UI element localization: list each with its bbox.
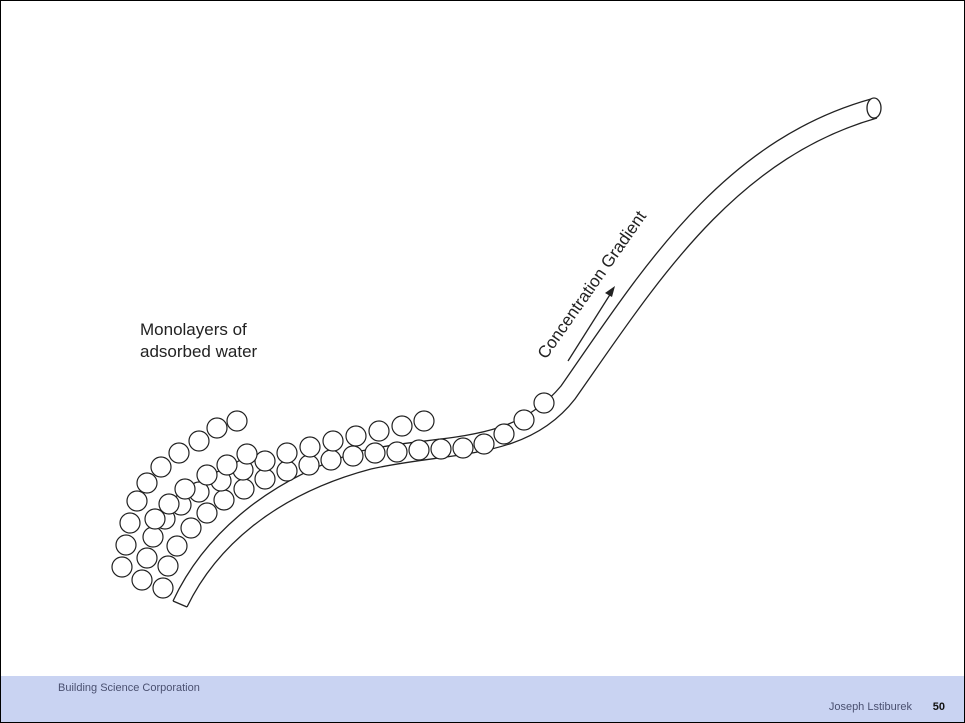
water-molecule (169, 443, 189, 463)
water-molecule (299, 455, 319, 475)
water-molecule (127, 491, 147, 511)
water-molecule (323, 431, 343, 451)
water-molecule (474, 434, 494, 454)
water-molecule (534, 393, 554, 413)
water-molecule (175, 479, 195, 499)
water-molecule (234, 479, 254, 499)
water-molecule (343, 446, 363, 466)
organization-name: Building Science Corporation (58, 682, 200, 694)
water-molecule (346, 426, 366, 446)
water-molecule (300, 437, 320, 457)
adsorption-diagram: Monolayers of adsorbed water Concentrati… (1, 1, 964, 676)
water-molecule (151, 457, 171, 477)
page-number: 50 (933, 701, 945, 713)
water-molecule (181, 518, 201, 538)
water-molecule (453, 438, 473, 458)
water-molecule (237, 444, 257, 464)
gradient-arrow-head (605, 286, 615, 297)
water-molecule (167, 536, 187, 556)
water-molecule (137, 548, 157, 568)
water-molecule (153, 578, 173, 598)
water-molecule (277, 443, 297, 463)
water-molecule (207, 418, 227, 438)
water-molecule (116, 535, 136, 555)
water-molecule (197, 503, 217, 523)
water-molecule (137, 473, 157, 493)
water-molecule (120, 513, 140, 533)
water-molecule (217, 455, 237, 475)
water-molecule (255, 451, 275, 471)
water-molecule (214, 490, 234, 510)
water-molecule (409, 440, 429, 460)
author-name: Joseph Lstiburek (829, 701, 912, 713)
water-molecule (321, 450, 341, 470)
water-molecule (132, 570, 152, 590)
pore-open-end (867, 98, 881, 118)
water-molecule (369, 421, 389, 441)
water-molecule (387, 442, 407, 462)
water-molecule (227, 411, 247, 431)
footer-bar: Building Science Corporation Joseph Lsti… (1, 676, 964, 722)
pore-wall-inner (187, 118, 877, 607)
water-molecule (159, 494, 179, 514)
water-molecule (255, 469, 275, 489)
water-molecule (158, 556, 178, 576)
water-molecule (392, 416, 412, 436)
water-molecule (145, 509, 165, 529)
water-molecule (197, 465, 217, 485)
water-molecule (431, 439, 451, 459)
water-molecule (189, 431, 209, 451)
water-molecule (112, 557, 132, 577)
pore-bottom-cap (173, 601, 187, 607)
water-molecule (365, 443, 385, 463)
pore-wall-outer (173, 99, 871, 601)
monolayers-label-line1: Monolayers of (140, 320, 247, 339)
water-molecule (143, 527, 163, 547)
water-molecule (494, 424, 514, 444)
water-molecules (112, 393, 554, 598)
monolayers-label-line2: adsorbed water (140, 342, 258, 361)
water-molecule (414, 411, 434, 431)
water-molecule (277, 461, 297, 481)
water-molecule (514, 410, 534, 430)
